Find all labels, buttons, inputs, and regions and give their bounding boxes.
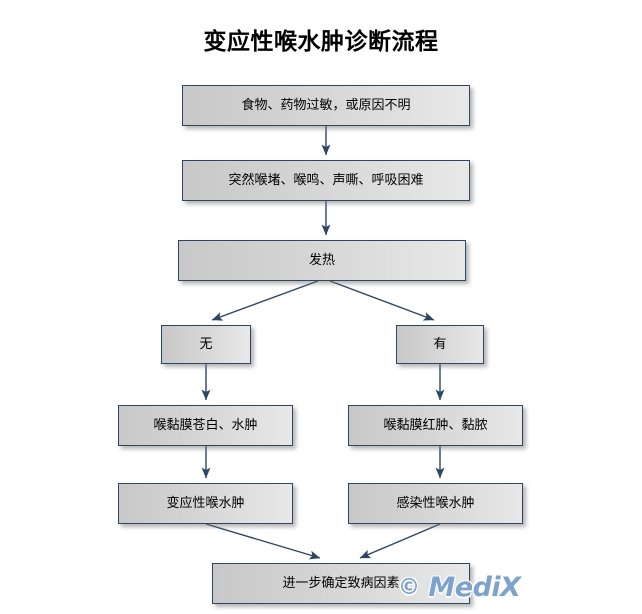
node-label: 喉黏膜红肿、黏脓 [383,417,488,433]
node-label: 发热 [308,252,335,268]
node-determine[interactable]: 进一步确定致病因素 [212,563,470,604]
node-label: 进一步确定致病因素 [282,575,400,591]
node-symptoms[interactable]: 突然喉堵、喉鸣、声嘶、呼吸困难 [182,160,470,201]
node-fever[interactable]: 发热 [178,240,466,281]
connector-fever-to-yes [329,280,435,321]
node-label: 喉黏膜苍白、水肿 [153,417,258,433]
page-title: 变应性喉水肿诊断流程 [203,29,439,55]
connector-allergic-to-determine [205,523,321,560]
node-cause[interactable]: 食物、药物过敏，或原因不明 [182,85,470,126]
node-allergic[interactable]: 变应性喉水肿 [118,483,293,524]
node-fever-yes[interactable]: 有 [396,325,484,364]
node-label: 变应性喉水肿 [166,495,245,511]
connector-fever-to-no [211,280,319,321]
node-label: 感染性喉水肿 [396,495,475,511]
node-label: 有 [433,336,447,352]
node-mucosa-pale[interactable]: 喉黏膜苍白、水肿 [118,405,293,446]
connector-infectious-to-determine [359,523,441,559]
node-infectious[interactable]: 感染性喉水肿 [348,483,523,524]
node-mucosa-red[interactable]: 喉黏膜红肿、黏脓 [348,405,523,446]
node-label: 无 [199,336,213,352]
node-label: 食物、药物过敏，或原因不明 [241,97,411,113]
node-label: 突然喉堵、喉鸣、声嘶、呼吸困难 [228,172,424,188]
node-fever-no[interactable]: 无 [161,325,251,364]
